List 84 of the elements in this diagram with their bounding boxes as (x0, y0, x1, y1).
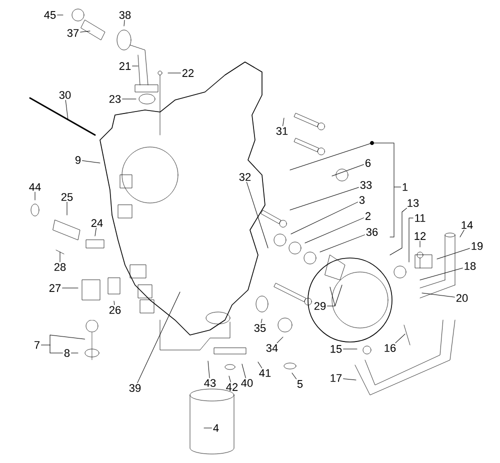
leader-line (460, 230, 464, 238)
leader-line (332, 164, 364, 176)
leader-line (260, 318, 262, 324)
leader-line (290, 187, 359, 210)
leader-line (276, 336, 284, 344)
leader-line (94, 228, 96, 236)
callout-number: 26 (109, 306, 121, 314)
callout-number: 28 (54, 263, 66, 271)
leader-line (320, 234, 365, 252)
leader-line (436, 248, 470, 260)
leader-line (71, 352, 78, 354)
callout-number: 30 (59, 91, 71, 99)
leader-line (292, 372, 297, 380)
leader-line (34, 192, 36, 200)
callout-number: 33 (360, 181, 372, 189)
callout-number: 40 (241, 379, 253, 387)
leader-line (246, 182, 268, 248)
callout-number: 22 (182, 69, 194, 77)
leader-line (290, 141, 401, 238)
callout-number: 25 (61, 193, 73, 201)
callout-number: 39 (129, 384, 141, 392)
leader-line (82, 160, 100, 164)
callout-number: 45 (44, 11, 56, 19)
callout-number: 16 (384, 344, 396, 352)
leader-line (395, 334, 406, 344)
callout-number: 21 (119, 62, 131, 70)
callout-number: 9 (75, 156, 81, 164)
leader-line (282, 118, 284, 126)
callout-number: 3 (359, 196, 365, 204)
callout-number: 17 (330, 374, 342, 382)
callout-number: 29 (314, 302, 326, 310)
leader-line (208, 360, 210, 378)
callout-number: 42 (226, 383, 238, 391)
callout-number: 19 (472, 242, 483, 250)
leader-line (343, 378, 356, 380)
leader-line (124, 20, 125, 26)
leader-line (57, 14, 64, 16)
callout-number: 36 (366, 228, 378, 236)
callout-number: 7 (34, 341, 40, 349)
leader-line (65, 100, 68, 120)
callout-number: 8 (64, 349, 70, 357)
leader-line (137, 292, 180, 384)
dipstick-drawing (86, 320, 98, 360)
callout-number: 5 (297, 380, 303, 388)
leader-line (390, 208, 408, 256)
callout-number: 23 (109, 95, 121, 103)
callout-number: 37 (67, 29, 79, 37)
callout-number: 35 (254, 324, 266, 332)
leader-line (420, 268, 463, 280)
callout-number: 15 (330, 345, 342, 353)
leader-line (290, 202, 358, 234)
callout-number: 34 (266, 344, 278, 352)
callout-number: 12 (414, 232, 426, 240)
callout-number: 1 (402, 183, 408, 191)
leader-line (168, 72, 181, 74)
callout-number: 44 (29, 183, 41, 191)
leader-line (122, 98, 136, 100)
leader-line (304, 218, 364, 244)
callout-number: 2 (366, 212, 371, 220)
leader-line (258, 362, 262, 368)
leader-line (228, 376, 231, 382)
leader-line (242, 364, 246, 378)
leader-line (343, 348, 358, 350)
callout-number: 6 (366, 159, 371, 167)
callout-number: 13 (408, 199, 419, 207)
callout-number: 24 (91, 219, 103, 227)
leader-line (114, 300, 115, 306)
callout-number: 14 (462, 221, 473, 229)
callout-number: 32 (239, 173, 251, 181)
leader-line (66, 202, 68, 216)
leader-line (422, 292, 455, 298)
callout-number: 38 (119, 11, 131, 19)
callout-number: 20 (456, 294, 468, 302)
callout-number: 27 (49, 284, 61, 292)
leader-line (80, 30, 90, 32)
leader-line (41, 334, 86, 354)
callout-number: 11 (415, 214, 426, 222)
leader-line (408, 218, 414, 262)
leader-line (327, 284, 342, 306)
callout-number: 18 (464, 262, 476, 270)
callout-number: 43 (204, 379, 216, 387)
callout-number: 31 (276, 127, 288, 135)
callout-number: 4 (213, 424, 219, 432)
callout-number: 41 (259, 369, 271, 377)
